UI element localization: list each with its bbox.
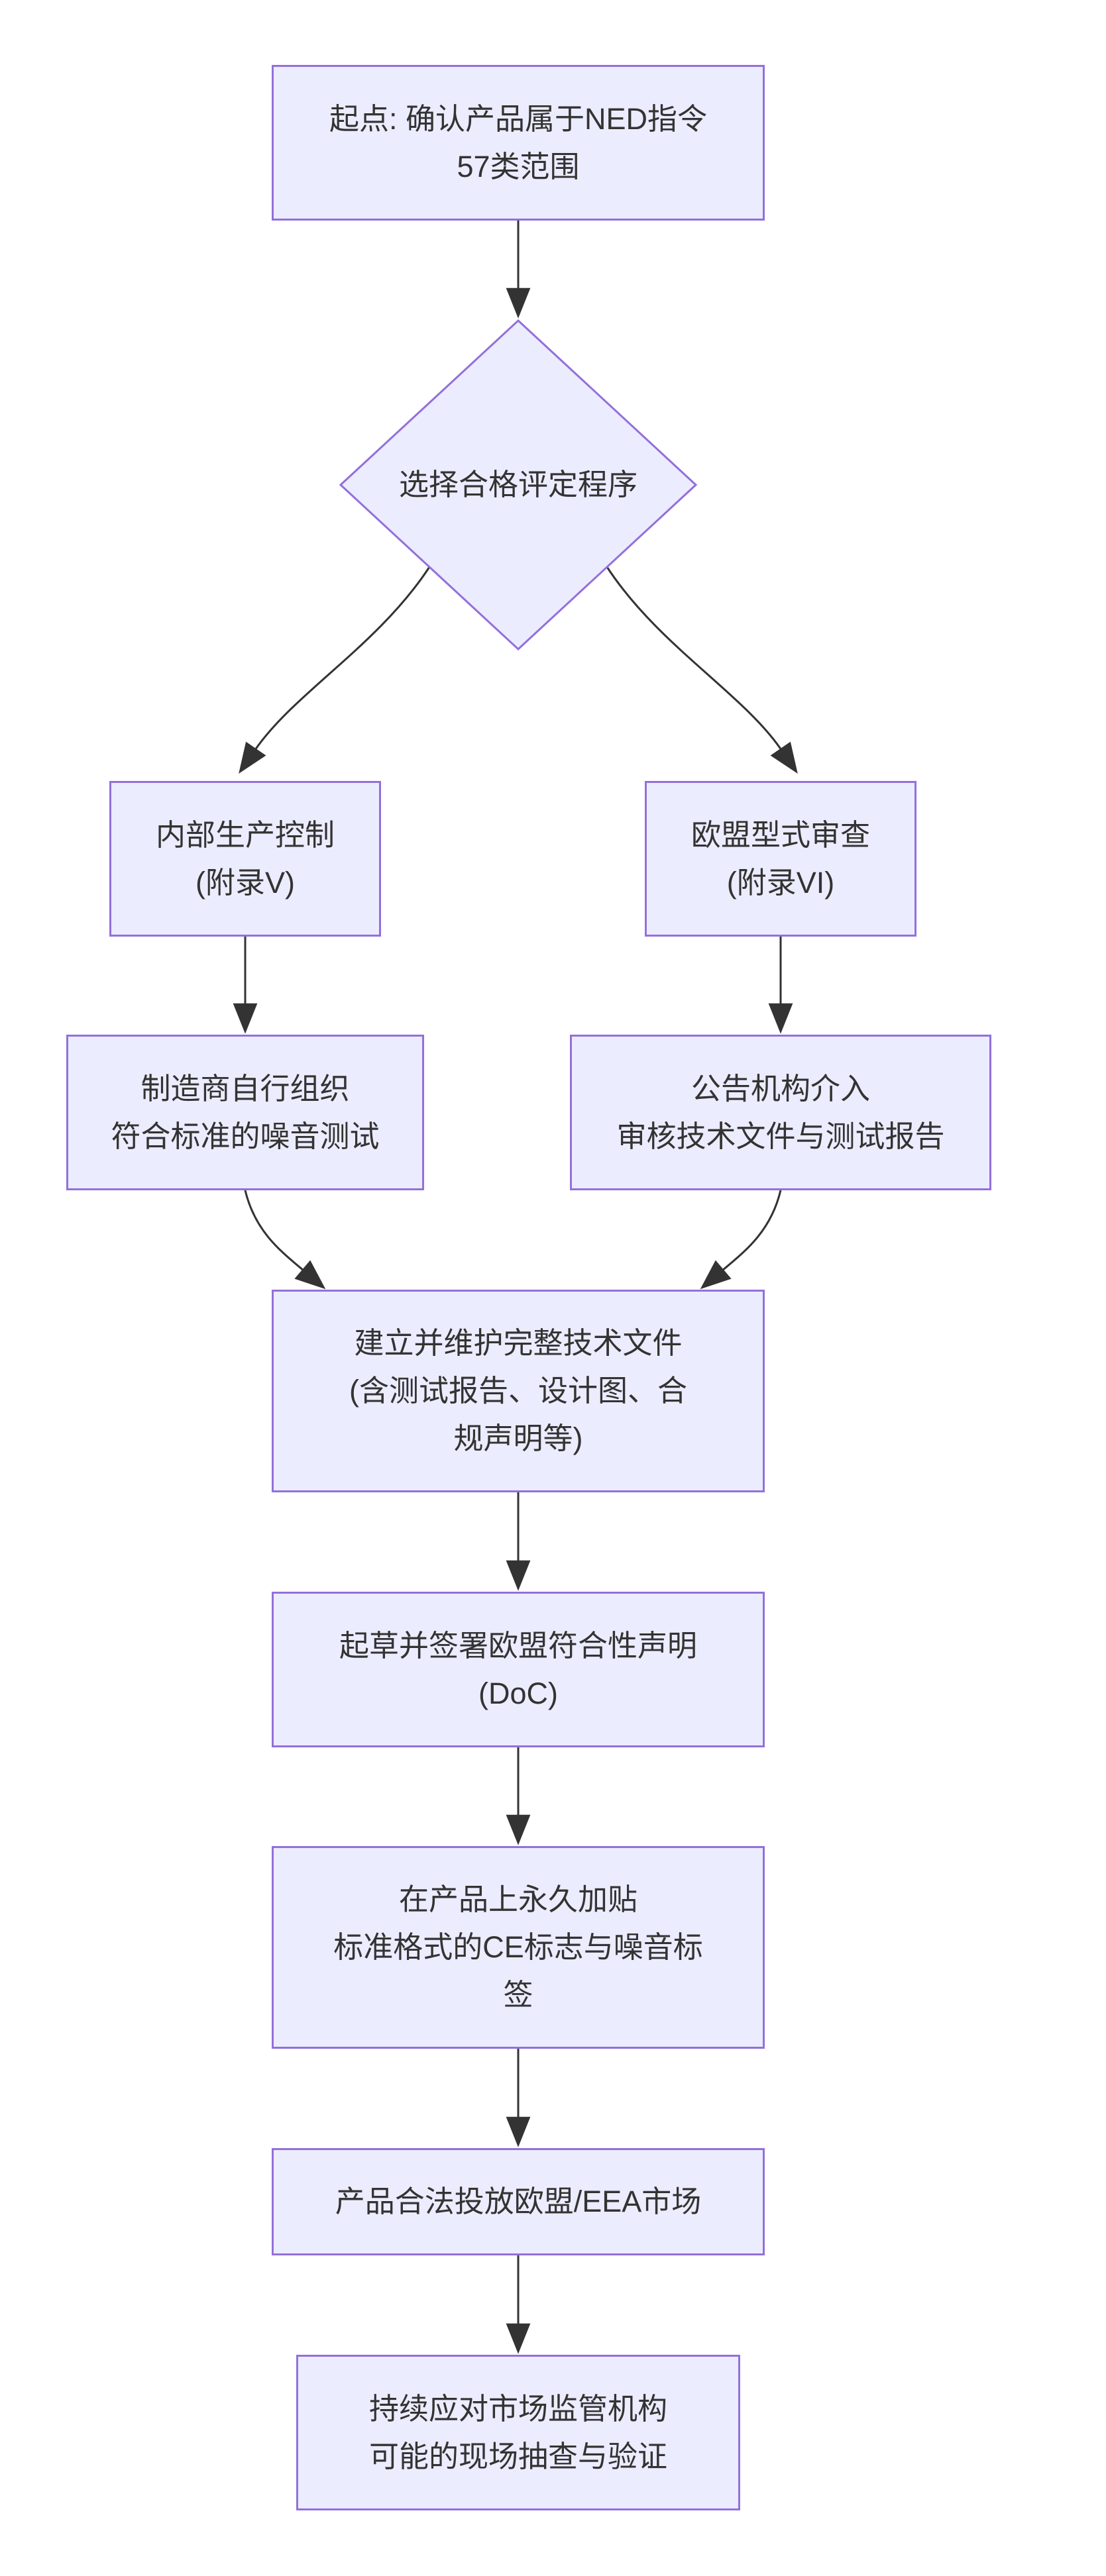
node-surveillance-line-2: 可能的现场抽查与验证 xyxy=(368,2439,667,2473)
node-tech-file-line-2: (含测试报告、设计图、合 xyxy=(349,1374,687,1408)
node-start: 起点: 确认产品属于NED指令 57类范围 xyxy=(272,65,765,221)
node-self-test: 制造商自行组织 符合标准的噪音测试 xyxy=(66,1035,424,1190)
node-decision: 选择合格评定程序 xyxy=(339,319,697,650)
edge-notifiedbody-techfile xyxy=(700,1190,782,1290)
node-tech-file: 建立并维护完整技术文件 (含测试报告、设计图、合 规声明等) xyxy=(272,1290,765,1492)
edge-selftest-techfile xyxy=(244,1190,326,1290)
node-ce-mark: 在产品上永久加贴 标准格式的CE标志与噪音标 签 xyxy=(272,1846,765,2049)
node-notified-body: 公告机构介入 审核技术文件与测试报告 xyxy=(570,1035,991,1190)
node-decision-label: 选择合格评定程序 xyxy=(398,468,637,501)
node-tech-file-line-3: 规声明等) xyxy=(453,1421,583,1455)
node-doc-line-1: 起草并签署欧盟符合性声明 xyxy=(339,1628,697,1663)
node-self-test-line-2: 符合标准的噪音测试 xyxy=(111,1119,380,1153)
node-internal-control: 内部生产控制 (附录V) xyxy=(109,781,381,937)
node-internal-control-line-1: 内部生产控制 xyxy=(155,817,335,852)
node-doc: 起草并签署欧盟符合性声明 (DoC) xyxy=(272,1592,765,1747)
node-notified-body-line-1: 公告机构介入 xyxy=(691,1071,870,1106)
node-start-line-2: 57类范围 xyxy=(457,149,580,183)
node-market: 产品合法投放欧盟/EEA市场 xyxy=(272,2148,765,2255)
node-ce-mark-line-1: 在产品上永久加贴 xyxy=(398,1882,637,1916)
edge-decision-eu-type xyxy=(606,566,798,774)
node-tech-file-line-1: 建立并维护完整技术文件 xyxy=(354,1326,683,1360)
node-notified-body-line-2: 审核技术文件与测试报告 xyxy=(616,1119,945,1153)
node-surveillance-line-1: 持续应对市场监管机构 xyxy=(368,2391,667,2426)
node-ce-mark-line-3: 签 xyxy=(503,1978,533,2012)
node-eu-type-exam-line-2: (附录VI) xyxy=(726,865,835,900)
node-start-line-1: 起点: 确认产品属于NED指令 xyxy=(329,101,707,136)
node-doc-line-2: (DoC) xyxy=(478,1676,558,1710)
node-market-line-1: 产品合法投放欧盟/EEA市场 xyxy=(335,2185,702,2218)
node-ce-mark-line-2: 标准格式的CE标志与噪音标 xyxy=(333,1930,703,1964)
decision-diamond-shape xyxy=(339,319,697,650)
node-eu-type-exam: 欧盟型式审查 (附录VI) xyxy=(645,781,916,937)
node-eu-type-exam-line-1: 欧盟型式审查 xyxy=(691,817,870,852)
node-surveillance: 持续应对市场监管机构 可能的现场抽查与验证 xyxy=(296,2355,740,2510)
node-internal-control-line-2: (附录V) xyxy=(195,865,295,900)
edge-decision-internal xyxy=(239,566,431,774)
node-self-test-line-1: 制造商自行组织 xyxy=(140,1071,350,1106)
